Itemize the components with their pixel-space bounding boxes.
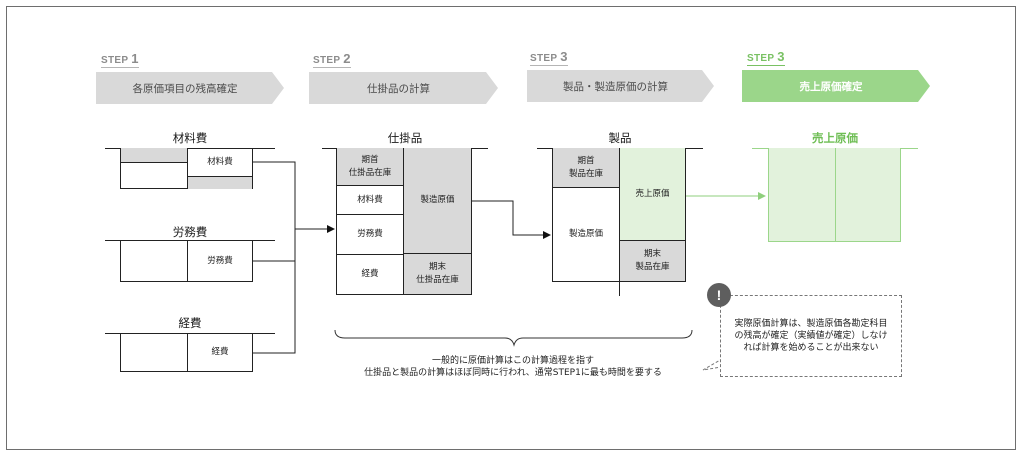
wip-divider (403, 148, 404, 295)
process-note: 一般的に原価計算はこの計算過程を指す 仕掛品と製品の計算はほぼ同時に行われ、通常… (320, 355, 706, 379)
step-2-label: STEP 2 (313, 51, 351, 68)
labor-divider (187, 240, 188, 282)
exclamation-icon: ! (707, 283, 731, 307)
step-3b-chevron: 売上原価確定 (742, 70, 930, 102)
materials-entry: 材料費 (207, 156, 233, 167)
wip-materials: 材料費 (337, 186, 403, 215)
callout-text: 実際原価計算は、製造原価各勘定科目の残高が確定（実績値が確定）しなければ計算を始… (734, 319, 888, 353)
process-note-line2: 仕掛品と製品の計算はほぼ同時に行われ、通常STEP1に最も時間を要する (364, 368, 662, 378)
process-note-line1: 一般的に原価計算はこの計算過程を指す (431, 356, 594, 366)
cogs-account-box (768, 148, 901, 242)
product-title: 製品 (608, 131, 632, 145)
overhead-account-box (120, 333, 253, 372)
step-3b-label: STEP 3 (747, 49, 785, 66)
materials-title: 材料費 (172, 131, 208, 145)
product-closing-inventory: 期末 製品在庫 (620, 241, 685, 281)
product-opening-inventory: 期首 製品在庫 (553, 148, 619, 188)
labor-account-box (120, 240, 253, 282)
step-3-chevron: 製品・製造原価の計算 (527, 70, 714, 102)
labor-entry: 労務費 (207, 255, 233, 266)
product-manufacturing-cost: 製造原価 (568, 229, 603, 239)
materials-debit-fill (121, 148, 187, 163)
materials-divider (187, 148, 188, 189)
wip-labor: 労務費 (337, 215, 403, 255)
overhead-header-line (105, 333, 275, 334)
step-2-chevron: 仕掛品の計算 (309, 72, 498, 104)
step-1-chevron: 各原価項目の残高確定 (96, 72, 284, 104)
callout-box: 実際原価計算は、製造原価各勘定科目の残高が確定（実績値が確定）しなければ計算を始… (720, 295, 902, 377)
labor-title: 労務費 (172, 225, 208, 239)
product-cogs: 売上原価 (620, 148, 685, 241)
materials-credit-fill (188, 176, 252, 189)
materials-header-line (105, 148, 275, 149)
wip-opening-inventory: 期首 仕掛品在庫 (337, 148, 403, 186)
labor-header-line (105, 240, 275, 241)
cogs-divider (835, 148, 836, 242)
cogs-title: 売上原価 (812, 131, 858, 145)
overhead-title: 経費 (178, 316, 202, 330)
diagram-frame (6, 6, 1016, 450)
step-3-label: STEP 3 (530, 49, 568, 66)
materials-account-box (120, 148, 253, 189)
wip-account-box (336, 148, 472, 295)
product-divider (619, 148, 620, 296)
wip-overhead: 経費 (361, 269, 379, 279)
overhead-entry: 経費 (211, 347, 229, 357)
wip-manufacturing-cost: 製造原価 (404, 148, 471, 254)
overhead-divider (187, 333, 188, 372)
wip-title: 仕掛品 (387, 131, 423, 145)
wip-closing-inventory: 期末 仕掛品在庫 (404, 254, 471, 294)
step-1-label: STEP 1 (101, 51, 139, 68)
